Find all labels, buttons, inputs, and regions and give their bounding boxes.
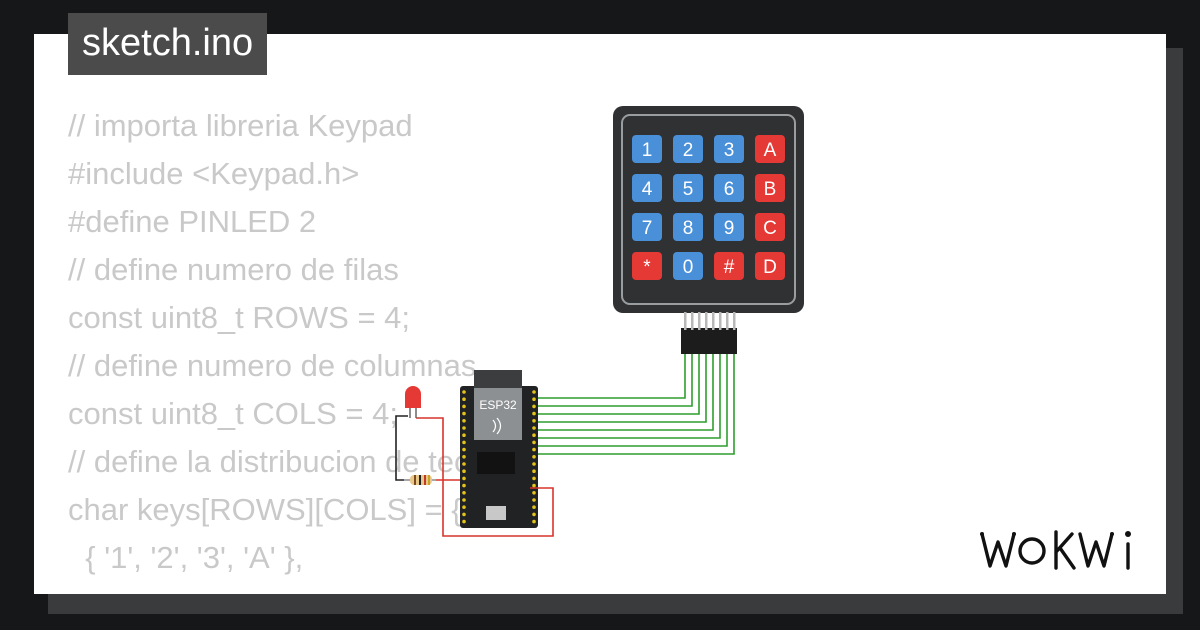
code-line: #define PINLED 2 bbox=[68, 204, 317, 239]
led-icon bbox=[405, 386, 421, 398]
esp32-label: ESP32 bbox=[479, 398, 517, 412]
esp32-board[interactable]: ESP32 bbox=[460, 370, 538, 528]
file-name-tab[interactable]: sketch.ino bbox=[68, 13, 268, 75]
code-line: // define numero de columnas bbox=[68, 348, 477, 383]
keypad-wire bbox=[530, 354, 714, 431]
key-label: 2 bbox=[683, 140, 694, 161]
code-line: { '1', '2', '3', 'A' }, bbox=[68, 540, 304, 575]
code-editor: // importa libreria Keypad #include <Keyp… bbox=[68, 102, 509, 594]
keypad-key-D[interactable]: D bbox=[755, 252, 785, 280]
key-label: D bbox=[763, 257, 777, 278]
keypad-wire bbox=[530, 354, 728, 447]
keypad-key-2[interactable]: 2 bbox=[673, 135, 703, 163]
key-label: 5 bbox=[683, 179, 694, 200]
code-line: const uint8_t ROWS = 4; bbox=[68, 300, 411, 335]
keypad-key-A[interactable]: A bbox=[755, 135, 785, 163]
key-label: C bbox=[763, 218, 777, 239]
keypad-wires bbox=[530, 354, 735, 455]
keypad-wire bbox=[530, 354, 686, 399]
usb-port bbox=[486, 506, 506, 520]
code-line: // importa libreria Keypad bbox=[68, 108, 413, 143]
key-label: 8 bbox=[683, 218, 694, 239]
key-label: 6 bbox=[724, 179, 735, 200]
keypad-key-9[interactable]: 9 bbox=[714, 213, 744, 241]
keypad-key-B[interactable]: B bbox=[755, 174, 785, 202]
keypad-key-3[interactable]: 3 bbox=[714, 135, 744, 163]
wokwi-logo bbox=[980, 530, 1131, 570]
keypad-key-8[interactable]: 8 bbox=[673, 213, 703, 241]
key-label: 1 bbox=[642, 140, 653, 161]
keypad-pins bbox=[684, 312, 736, 330]
key-label: A bbox=[764, 140, 777, 161]
key-label: 4 bbox=[642, 179, 653, 200]
esp32-chip bbox=[477, 452, 515, 474]
key-label: B bbox=[764, 179, 777, 200]
code-line: { '4', '5', '6', 'B' }, bbox=[68, 582, 509, 594]
red-wires bbox=[416, 417, 554, 537]
code-line: char keys[ROWS][COLS] = { bbox=[68, 492, 462, 527]
code-line: #include <Keypad.h> bbox=[68, 156, 360, 191]
esp32-module bbox=[474, 388, 522, 440]
keypad-key-0[interactable]: 0 bbox=[673, 252, 703, 280]
keypad-wire bbox=[530, 354, 700, 415]
keypad-wire bbox=[530, 354, 721, 439]
keypad-keys: 1 2 3 A 4 5 6 B 7 8 9 C * 0 # D bbox=[632, 135, 785, 280]
esp32-pins bbox=[462, 390, 536, 524]
red-led[interactable] bbox=[405, 386, 421, 418]
keypad-wire bbox=[530, 354, 735, 455]
keypad-wire bbox=[530, 354, 693, 407]
resistor[interactable] bbox=[404, 475, 436, 485]
key-label: 3 bbox=[724, 140, 735, 161]
keypad-wire bbox=[530, 354, 707, 423]
keypad-key-5[interactable]: 5 bbox=[673, 174, 703, 202]
key-label: # bbox=[724, 257, 735, 278]
key-label: 9 bbox=[724, 218, 735, 239]
keypad-key-6[interactable]: 6 bbox=[714, 174, 744, 202]
keypad-key-1[interactable]: 1 bbox=[632, 135, 662, 163]
preview-card: // importa libreria Keypad #include <Keyp… bbox=[34, 34, 1166, 594]
keypad-4x4[interactable]: 1 2 3 A 4 5 6 B 7 8 9 C * 0 # D bbox=[613, 106, 804, 354]
code-line: const uint8_t COLS = 4; bbox=[68, 396, 398, 431]
keypad-header bbox=[681, 328, 737, 354]
ground-wire bbox=[395, 415, 408, 481]
espressif-logo-icon bbox=[492, 417, 502, 435]
key-label: * bbox=[643, 257, 651, 278]
keypad-key-7[interactable]: 7 bbox=[632, 213, 662, 241]
keypad-key-4[interactable]: 4 bbox=[632, 174, 662, 202]
code-line: // define numero de filas bbox=[68, 252, 399, 287]
keypad-key-*[interactable]: * bbox=[632, 252, 662, 280]
keypad-key-#[interactable]: # bbox=[714, 252, 744, 280]
keypad-border bbox=[621, 114, 796, 305]
esp32-antenna bbox=[474, 370, 522, 390]
keypad-key-C[interactable]: C bbox=[755, 213, 785, 241]
key-label: 7 bbox=[642, 218, 653, 239]
key-label: 0 bbox=[683, 257, 694, 278]
